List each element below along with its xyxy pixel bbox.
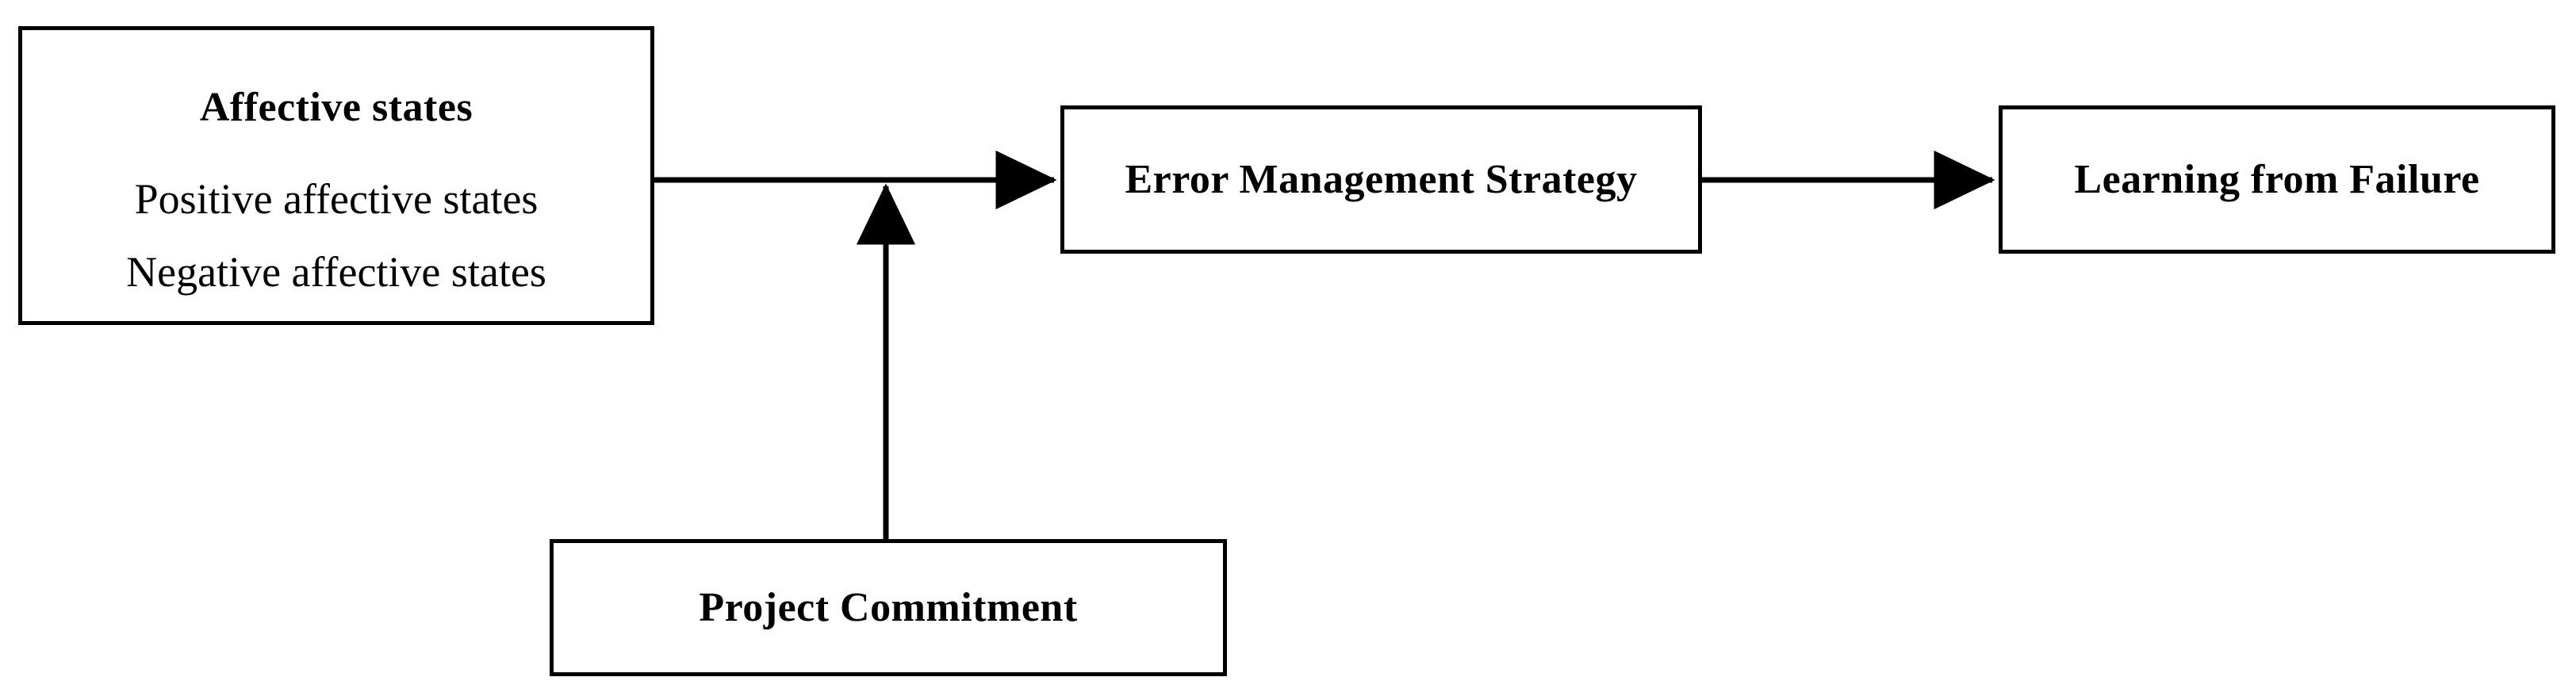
- node-project-commitment[interactable]: Project Commitment: [550, 539, 1227, 676]
- node-affective-states-subitem-positive: Positive affective states: [134, 175, 539, 223]
- node-project-commitment-title: Project Commitment: [699, 584, 1078, 630]
- node-learning-from-failure-title: Learning from Failure: [2074, 156, 2480, 202]
- node-affective-states-subitem-negative: Negative affective states: [126, 248, 546, 296]
- node-learning-from-failure[interactable]: Learning from Failure: [1999, 105, 2555, 254]
- node-error-management-strategy-title: Error Management Strategy: [1125, 156, 1638, 202]
- node-affective-states[interactable]: Affective states Positive affective stat…: [18, 26, 654, 325]
- node-error-management-strategy[interactable]: Error Management Strategy: [1060, 105, 1702, 254]
- node-affective-states-title: Affective states: [199, 85, 473, 130]
